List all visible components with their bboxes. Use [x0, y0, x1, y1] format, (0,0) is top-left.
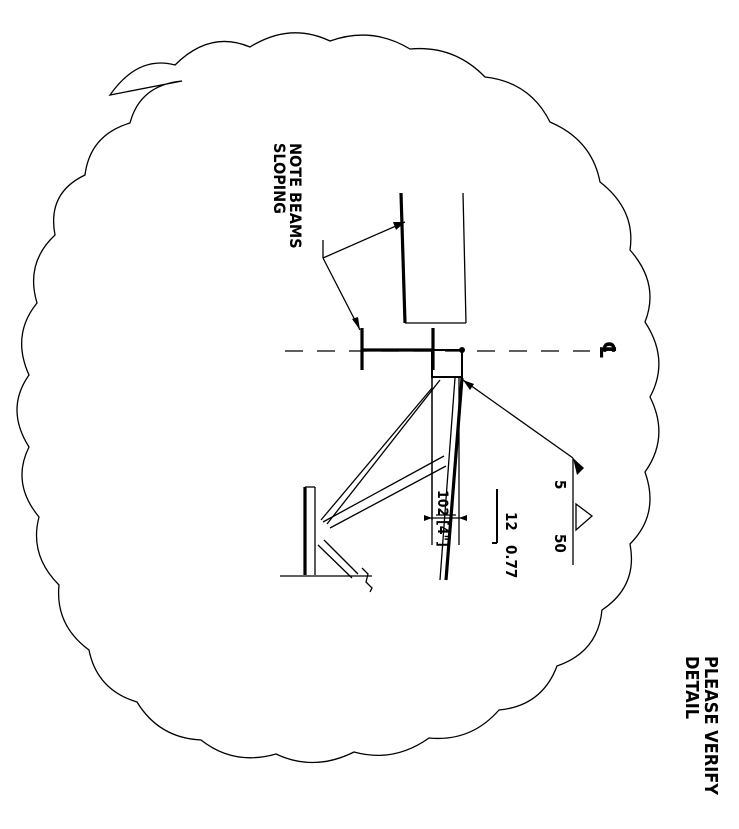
note-line-2: SLOPING: [270, 143, 289, 214]
dimension: 102 [4"]: [424, 378, 467, 547]
dimension-in: [4"]: [434, 520, 450, 547]
note-leader: [322, 221, 406, 331]
slope-indicator: 12 0.77: [492, 489, 520, 578]
weld-symbol: 5 50: [462, 379, 594, 565]
slope-rise: 12: [502, 512, 520, 531]
centerline-symbol: ℄: [594, 341, 619, 359]
column: [431, 377, 464, 581]
bracing: [317, 379, 447, 579]
slope-run: 0.77: [502, 545, 520, 578]
sloping-beam: [399, 192, 467, 324]
dimension-mm: 102: [434, 490, 450, 516]
i-beam-section: [360, 328, 435, 370]
verify-line-1: PLEASE VERIFY: [700, 656, 721, 795]
note-line-1: NOTE BEAMS: [286, 143, 305, 249]
verify-line-2: DETAIL: [681, 656, 702, 719]
break-line: [361, 567, 373, 593]
revision-cloud: [16, 32, 660, 764]
weld-size: 5: [551, 480, 569, 489]
vertical-member: [280, 486, 372, 577]
connection-plate: [431, 347, 465, 378]
weld-length: 50: [551, 534, 569, 553]
